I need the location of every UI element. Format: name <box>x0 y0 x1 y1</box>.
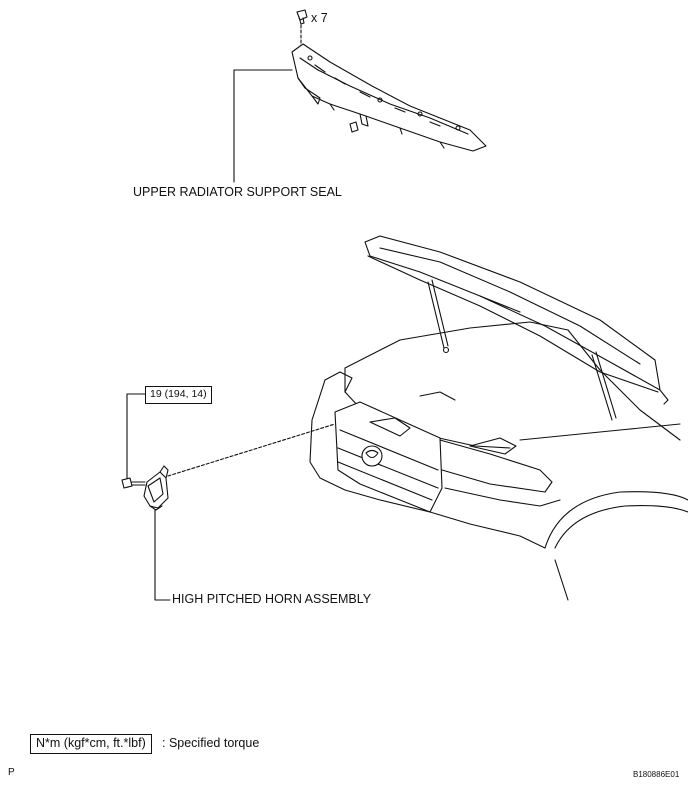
seal-leader-line <box>233 69 293 183</box>
figure-id: B180886E01 <box>633 770 680 779</box>
torque-leader-line <box>126 393 147 479</box>
torque-legend-box: N*m (kgf*cm, ft.*lbf) <box>30 734 152 754</box>
horn-leader-line <box>154 509 171 601</box>
high-pitched-horn-label: HIGH PITCHED HORN ASSEMBLY <box>172 592 372 606</box>
upper-radiator-support-seal-part <box>291 43 487 152</box>
footer-left-code: P <box>8 767 15 778</box>
torque-legend-description: : Specified torque <box>162 736 260 750</box>
vehicle-front-illustration <box>309 235 688 601</box>
horn-mounting-dashed-line <box>167 423 336 477</box>
upper-radiator-support-seal-label: UPPER RADIATOR SUPPORT SEAL <box>133 185 342 199</box>
high-pitched-horn-part <box>143 465 169 511</box>
torque-spec-box: 19 (194, 14) <box>145 386 212 404</box>
horn-bolt-icon <box>121 477 146 489</box>
bolt-quantity-label: x 7 <box>311 11 328 25</box>
seal-clip-icon <box>296 9 308 25</box>
